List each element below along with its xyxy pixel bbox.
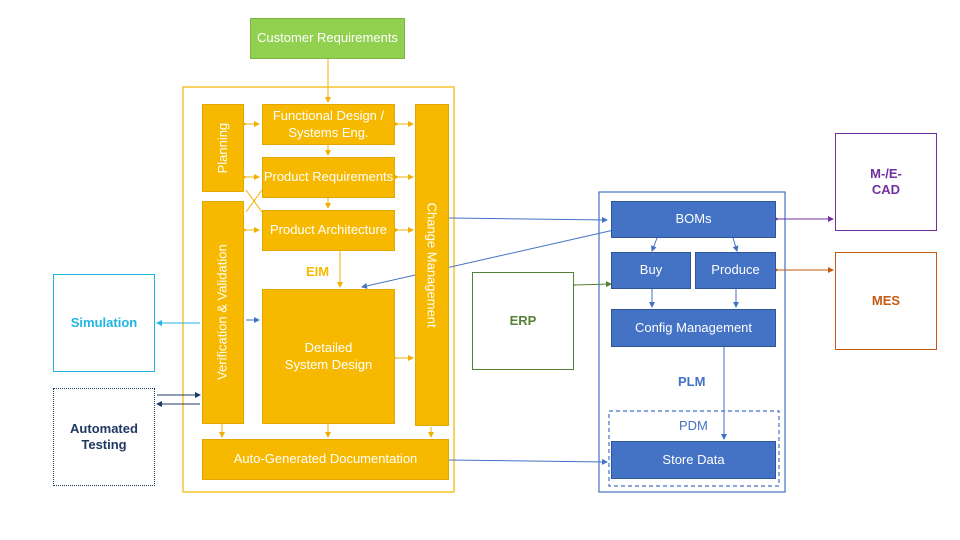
planning-box: Planning	[202, 104, 244, 192]
buy-box: Buy	[611, 252, 691, 289]
detailed-system-design-box: Detailed System Design	[262, 289, 395, 424]
config-management-box: Config Management	[611, 309, 776, 347]
plm-label: PLM	[678, 374, 706, 389]
functional-design-box: Functional Design / Systems Eng.	[262, 104, 395, 145]
eim-label: EIM	[306, 264, 330, 279]
product-architecture-box: Product Architecture	[262, 210, 395, 251]
verification-validation-box: Verification & Validation	[202, 201, 244, 424]
mes-box: MES	[835, 252, 937, 350]
verification-validation-label: Verification & Validation	[214, 244, 230, 381]
boms-box: BOMs	[611, 201, 776, 238]
automated-testing-box: Automated Testing	[53, 388, 155, 486]
planning-label: Planning	[214, 122, 230, 174]
produce-box: Produce	[695, 252, 776, 289]
erp-box: ERP	[472, 272, 574, 370]
auto-generated-documentation-box: Auto-Generated Documentation	[202, 439, 449, 480]
change-management-box: Change Management	[415, 104, 449, 426]
store-data-box: Store Data	[611, 441, 776, 479]
product-requirements-box: Product Requirements	[262, 157, 395, 198]
mecad-box: M-/E-CAD	[835, 133, 937, 231]
customer-requirements-box: Customer Requirements	[250, 18, 405, 59]
change-management-label: Change Management	[425, 202, 441, 328]
simulation-box: Simulation	[53, 274, 155, 372]
pdm-label: PDM	[679, 418, 708, 433]
